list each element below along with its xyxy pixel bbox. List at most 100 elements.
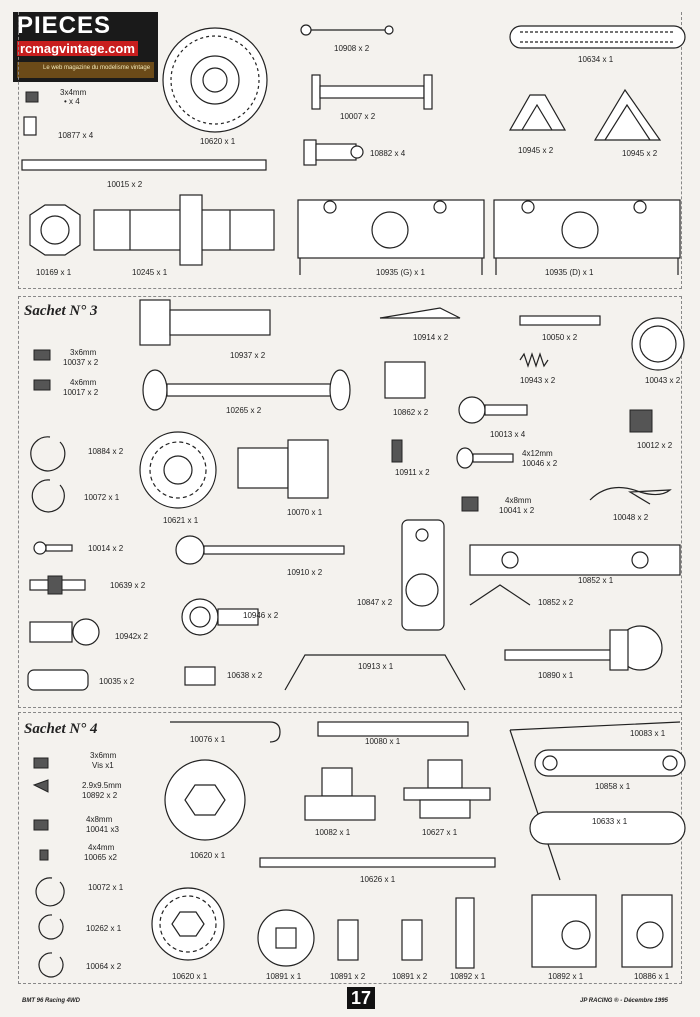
label-4x8mm-s3: 4x8mm (86, 815, 113, 824)
part-10072-clip-drawing (31, 479, 65, 513)
label-10892-a: 10892 x 2 (82, 791, 118, 800)
label-10935-d: 10935 (D) x 1 (545, 268, 594, 277)
part-10862-drawing (384, 361, 426, 399)
part-10046-screw-drawing (456, 447, 514, 469)
label-10890: 10890 x 1 (538, 671, 574, 680)
label-10265: 10265 x 2 (226, 406, 262, 415)
label-10169: 10169 x 1 (36, 268, 72, 277)
label-10072-s2: 10072 x 1 (84, 493, 120, 502)
label-10080: 10080 x 1 (365, 737, 401, 746)
label-10043: 10043 x 2 (645, 376, 681, 385)
part-10070-drawing (237, 439, 329, 499)
label-3x4mm: 3x4mm (60, 88, 87, 97)
sachet-4-title: Sachet N° 4 (24, 721, 98, 737)
part-10639-drawing (29, 575, 86, 595)
label-10946: 10946 x 2 (243, 611, 279, 620)
part-10886-bulkhead-drawing (621, 894, 673, 968)
part-10858-arm-drawing (534, 749, 686, 777)
part-10620-pulley-drawing (162, 27, 268, 133)
footer-publisher: JP RACING ® - Décembre 1995 (580, 998, 668, 1004)
label-10007: 10007 x 2 (340, 112, 376, 121)
part-10891-c-drawing (401, 919, 423, 961)
label-2-9x9-5mm: 2.9x9.5mm (82, 781, 122, 790)
part-10891-washer-drawing (257, 909, 315, 967)
label-10847: 10847 x 2 (357, 598, 393, 607)
part-10935-d-drawing (493, 199, 681, 275)
part-10014-drawing (33, 541, 73, 555)
label-10064: 10064 x 2 (86, 962, 122, 971)
label-10882: 10882 x 4 (370, 149, 406, 158)
part-10621-gear-drawing (139, 431, 217, 509)
part-10913-rod-drawing (284, 654, 466, 691)
label-10638: 10638 x 2 (227, 671, 263, 680)
part-10892-drawing (455, 897, 475, 969)
part-10041-drawing (461, 496, 479, 512)
label-10943: 10943 x 2 (520, 376, 556, 385)
label-10852-b: 10852 x 2 (538, 598, 574, 607)
label-10626: 10626 x 1 (360, 875, 396, 884)
part-10050-drawing (519, 315, 601, 326)
label-10891-c: 10891 x 2 (392, 972, 428, 981)
label-10942: 10942x 2 (115, 632, 148, 641)
part-10890-shaft-drawing (504, 625, 663, 671)
part-10847-hub-drawing (401, 519, 445, 631)
label-10041-s2: 10041 x 2 (499, 506, 535, 515)
part-10080-drawing (317, 721, 469, 737)
label-10858: 10858 x 1 (595, 782, 631, 791)
label-3x6mm: 3x6mm (70, 348, 97, 357)
page-number: 17 (347, 987, 375, 1009)
label-10048: 10048 x 2 (613, 513, 649, 522)
screws-3x4-drawing (23, 91, 39, 136)
label-10037: 10037 x 2 (63, 358, 99, 367)
label-10935-g: 10935 (G) x 1 (376, 268, 425, 277)
label-10620-a: 10620 x 1 (200, 137, 236, 146)
site-logo: PIECES rcmagvintage.com Le web magazine … (13, 12, 158, 82)
part-10911-drawing (391, 439, 403, 463)
label-10639: 10639 x 2 (110, 581, 146, 590)
part-10943-spring-drawing (519, 352, 549, 368)
label-10911: 10911 x 2 (395, 468, 430, 477)
label-10621: 10621 x 1 (163, 516, 199, 525)
label-10050: 10050 x 2 (542, 333, 578, 342)
label-10013: 10013 x 4 (490, 430, 526, 439)
part-10852-clip-drawing (469, 584, 531, 606)
part-10634-belt-drawing (509, 25, 686, 49)
label-10046: 10046 x 2 (522, 459, 558, 468)
label-10892-c: 10892 x 1 (548, 972, 584, 981)
part-10245-axle-drawing (93, 194, 275, 266)
label-10945-b: 10945 x 2 (622, 149, 658, 158)
part-10627-drawing (403, 759, 491, 819)
label-10877: 10877 x 4 (58, 131, 94, 140)
label-10082: 10082 x 1 (315, 828, 351, 837)
label-10910: 10910 x 2 (287, 568, 323, 577)
part-10908-drawing (300, 24, 394, 36)
label-10634: 10634 x 1 (578, 55, 614, 64)
label-4x8mm-s2: 4x8mm (505, 496, 532, 505)
label-10884: 10884 x 2 (88, 447, 124, 456)
part-10015-rod-drawing (21, 159, 267, 171)
part-10012-drawing (629, 409, 653, 433)
label-10620-c: 10620 x 1 (172, 972, 208, 981)
label-10891-b: 10891 x 2 (330, 972, 366, 981)
label-10041-s3: 10041 x3 (86, 825, 119, 834)
label-10913: 10913 x 1 (358, 662, 394, 671)
screws-3x6-4x6-drawing (33, 349, 51, 391)
label-10908: 10908 x 2 (334, 44, 370, 53)
part-10891-b-drawing (337, 919, 359, 961)
clips-sachet4-drawing (35, 877, 65, 978)
part-10048-clip-drawing (589, 486, 672, 505)
part-10013-balljoint-drawing (458, 396, 528, 424)
part-10083-wire-drawing (509, 721, 681, 881)
label-10065: 10065 x2 (84, 853, 117, 862)
label-10015: 10015 x 2 (107, 180, 143, 189)
label-4x4mm: 4x4mm (88, 843, 115, 852)
part-10945-a-drawing (508, 94, 567, 131)
label-10945-a: 10945 x 2 (518, 146, 554, 155)
label-10937: 10937 x 2 (230, 351, 266, 360)
part-10638-drawing (184, 666, 216, 686)
label-10070: 10070 x 1 (287, 508, 323, 517)
part-10882-drawing (303, 139, 364, 166)
part-10620-pulley-c-drawing (151, 887, 225, 961)
part-10633-belt-drawing (529, 811, 686, 845)
part-10935-g-drawing (297, 199, 485, 275)
